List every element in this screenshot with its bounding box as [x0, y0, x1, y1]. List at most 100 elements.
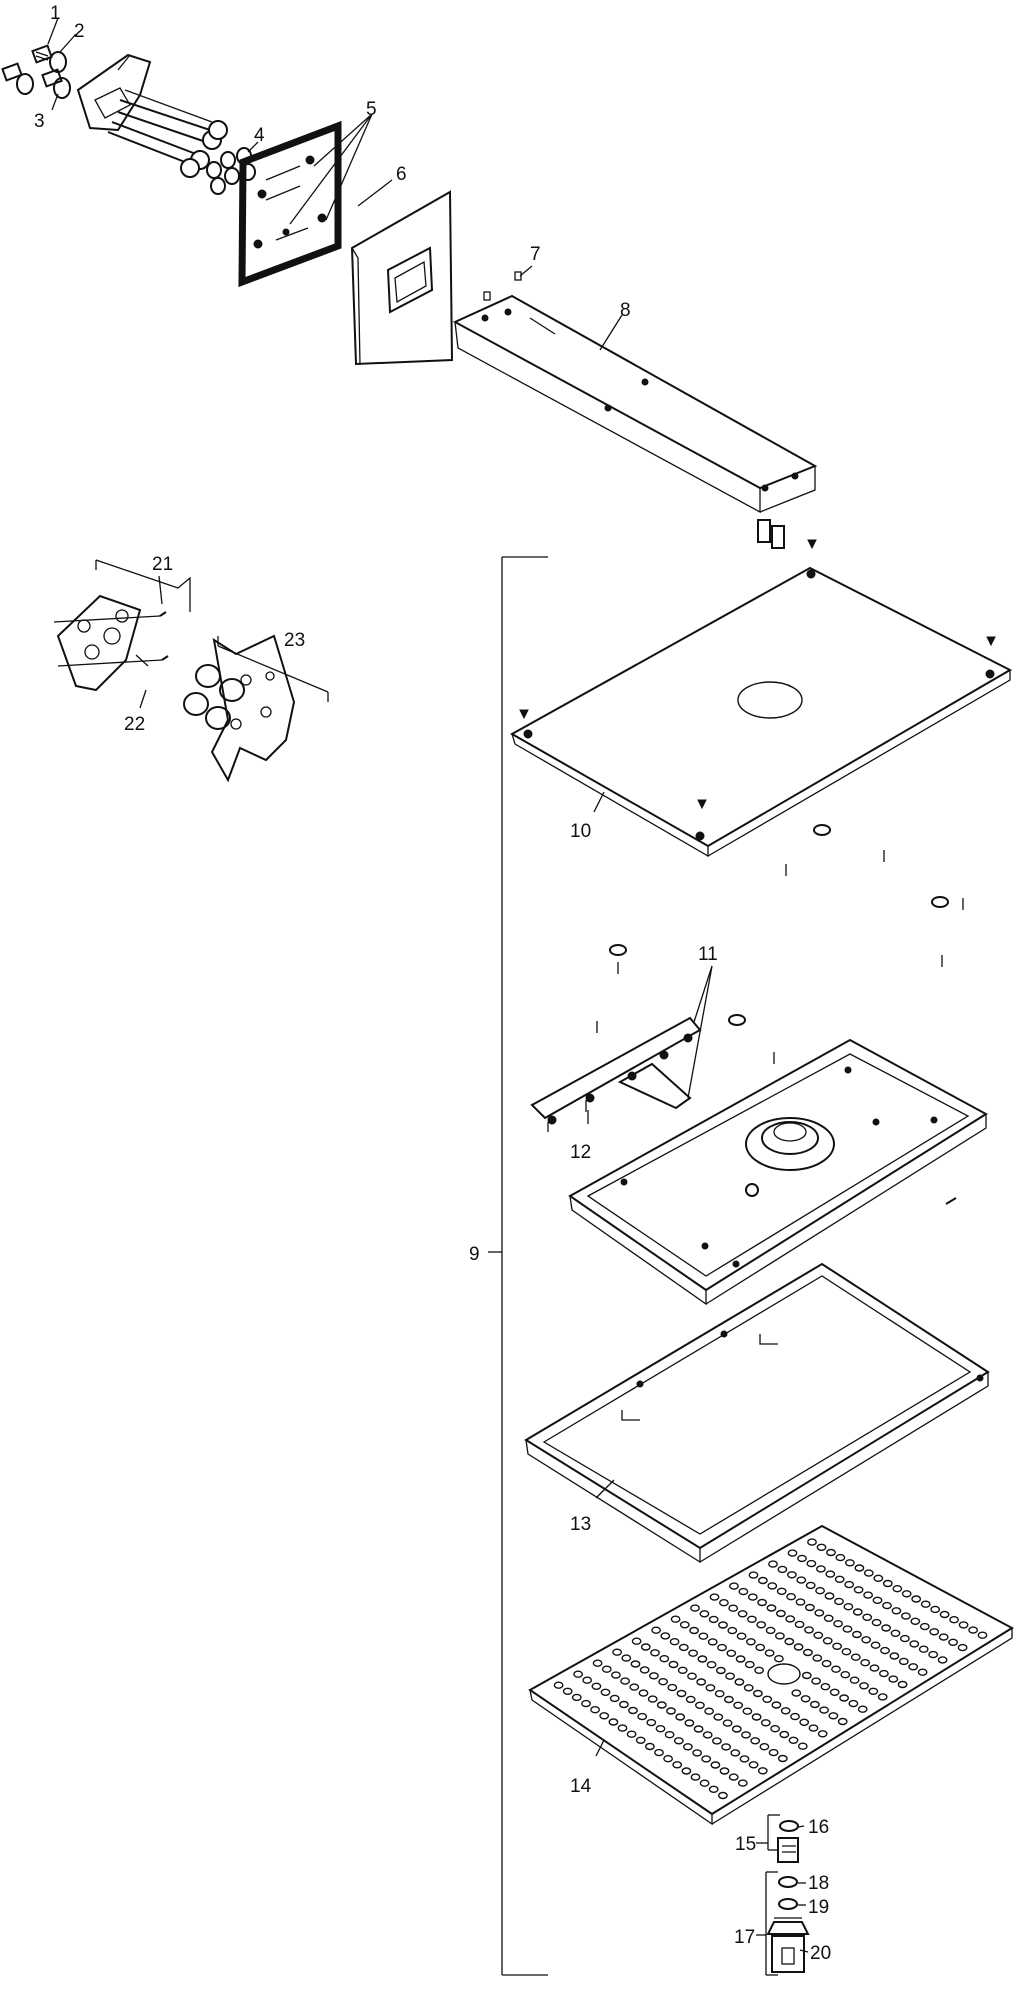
perforation-hole	[839, 1694, 849, 1702]
perforation-hole	[826, 1548, 836, 1557]
perforation-hole	[717, 1643, 727, 1652]
perforation-hole	[806, 1559, 817, 1568]
perforation-hole	[746, 1638, 756, 1646]
perforation-hole	[750, 1737, 761, 1745]
perforation-hole	[722, 1719, 733, 1727]
perforation-hole	[734, 1678, 745, 1686]
perforation-hole	[571, 1693, 582, 1702]
perforation-hole	[676, 1689, 687, 1698]
part-23-flange-plate	[183, 634, 329, 783]
label-part-13: 13	[570, 1514, 591, 1535]
perforation-hole	[823, 1614, 834, 1623]
perforation-hole	[776, 1587, 787, 1596]
perforation-hole	[629, 1683, 640, 1691]
perforation-hole	[868, 1687, 879, 1696]
perforation-hole	[852, 1608, 863, 1616]
perforation-hole	[626, 1730, 637, 1738]
perforation-hole	[702, 1731, 713, 1739]
perforation-hole	[760, 1719, 771, 1727]
part-8-shower-arm	[452, 294, 818, 549]
perforation-hole	[857, 1705, 868, 1713]
perforation-hole	[635, 1736, 646, 1745]
perforation-hole	[600, 1688, 611, 1697]
perforation-hole	[663, 1754, 673, 1763]
perforation-hole	[900, 1634, 910, 1643]
perforation-hole	[869, 1664, 880, 1672]
perforation-hole	[790, 1712, 800, 1721]
perforation-hole	[562, 1687, 573, 1696]
perforation-hole	[800, 1695, 811, 1703]
perforation-hole	[601, 1665, 612, 1673]
perforation-hole	[764, 1649, 775, 1657]
part-13-tray	[524, 1262, 990, 1564]
perforation-hole	[937, 1656, 948, 1664]
perforation-hole	[640, 1643, 651, 1651]
perforation-hole	[852, 1630, 862, 1639]
perforation-hole	[678, 1643, 689, 1652]
perforation-hole	[765, 1626, 776, 1635]
perforation-hole	[681, 1767, 692, 1775]
perforation-hole	[834, 1575, 845, 1584]
perforation-hole	[817, 1730, 828, 1738]
perforation-hole	[619, 1700, 629, 1709]
perforation-hole	[690, 1604, 700, 1612]
part-labels: 1 2 3 4 5 6 7 8 9 10 11 12 13 14 15 16 1…	[34, 3, 831, 1964]
perforation-hole	[658, 1677, 668, 1686]
perforation-hole	[716, 1666, 726, 1675]
perforation-hole	[718, 1791, 728, 1800]
perforation-hole	[612, 1648, 622, 1656]
perforation-hole	[968, 1626, 978, 1634]
perforation-hole	[853, 1586, 864, 1594]
perforation-hole	[697, 1655, 708, 1663]
perforation-hole	[929, 1628, 940, 1636]
perforation-hole	[771, 1701, 782, 1709]
perforation-hole	[787, 1549, 798, 1557]
perforation-hole	[739, 1755, 750, 1763]
perforation-hole	[755, 1643, 766, 1652]
perforation-hole	[882, 1601, 892, 1610]
label-part-9: 9	[469, 1244, 480, 1265]
perforation-hole	[592, 1659, 603, 1667]
perforation-hole	[799, 1718, 810, 1727]
part-17-valve-body	[756, 1871, 810, 1976]
perforation-hole	[591, 1682, 602, 1691]
part-14-spray-plate	[528, 1524, 1014, 1826]
part-10-top-plate	[509, 539, 1013, 858]
perforation-hole	[835, 1553, 846, 1562]
perforation-hole	[677, 1666, 688, 1675]
perforation-hole	[668, 1660, 679, 1669]
perforation-hole	[930, 1605, 941, 1614]
perforation-hole	[759, 1742, 770, 1751]
part-5-gasket-frame	[238, 120, 342, 288]
perforation-hole	[710, 1761, 721, 1769]
perforation-hole	[871, 1618, 882, 1627]
perforation-hole	[928, 1650, 939, 1659]
perforation-hole	[742, 1707, 753, 1715]
label-part-4: 4	[254, 125, 265, 146]
perforation-hole	[669, 1637, 680, 1646]
perforation-hole	[724, 1695, 734, 1704]
perforation-hole	[762, 1695, 773, 1704]
perforation-hole	[660, 1632, 671, 1640]
part-mount-frame	[568, 1038, 988, 1306]
perforation-hole	[756, 1621, 767, 1629]
perforation-hole	[617, 1724, 628, 1732]
perforation-hole	[819, 1706, 829, 1714]
perforation-hole	[719, 1767, 730, 1775]
perforation-hole	[725, 1672, 735, 1680]
perforation-hole	[831, 1665, 841, 1673]
perforation-hole	[679, 1621, 690, 1629]
perforation-hole	[860, 1658, 871, 1667]
perforation-hole	[824, 1592, 835, 1600]
label-part-15: 15	[735, 1834, 756, 1855]
perforation-hole	[804, 1626, 814, 1634]
perforation-hole	[714, 1689, 725, 1698]
perforation-hole	[728, 1604, 739, 1612]
perforation-hole	[803, 1648, 813, 1657]
perforation-hole	[793, 1643, 804, 1651]
perforation-hole	[958, 1621, 969, 1629]
hardware-screws	[596, 824, 964, 1094]
perforation-hole	[889, 1652, 900, 1660]
perforation-hole	[843, 1602, 854, 1611]
